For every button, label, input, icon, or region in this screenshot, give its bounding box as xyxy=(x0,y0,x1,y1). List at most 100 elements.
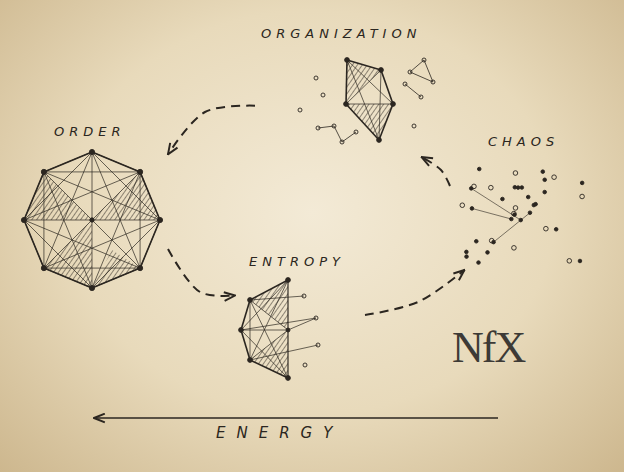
sketch-dot xyxy=(513,171,518,176)
sketch-dot xyxy=(474,239,478,243)
order-sketch xyxy=(18,120,168,292)
sketch-dot xyxy=(465,250,469,254)
sketch-line xyxy=(494,213,530,242)
sketch-dot xyxy=(41,265,46,270)
sketch-line xyxy=(250,280,288,300)
sketch-dot xyxy=(89,285,94,290)
stage-node: ENTROPY xyxy=(235,250,365,380)
sketch-dot xyxy=(422,58,426,62)
sketch-dot xyxy=(21,217,26,222)
logo-text: NfX xyxy=(452,322,524,373)
sketch-dot xyxy=(379,68,384,73)
sketch-line xyxy=(471,188,520,220)
sketch-line xyxy=(288,318,316,330)
sketch-line xyxy=(140,220,160,268)
sketch-dot xyxy=(460,203,465,208)
sketch-dot xyxy=(512,211,517,216)
sketch-line xyxy=(334,126,342,142)
sketch-dot xyxy=(567,259,572,264)
dashed-arrow xyxy=(422,157,451,186)
sketch-dot xyxy=(314,76,318,80)
sketch-dot xyxy=(472,184,477,189)
sketch-dot xyxy=(534,202,538,206)
sketch-dot xyxy=(578,259,582,263)
sketch-line xyxy=(241,330,288,331)
sketch-dot xyxy=(408,70,412,74)
stage-title: CHAOS xyxy=(488,134,559,149)
sketch-line xyxy=(346,70,381,104)
sketch-dot xyxy=(354,130,358,134)
sketch-dot xyxy=(344,102,349,107)
sketch-line xyxy=(241,318,316,330)
sketch-dot xyxy=(510,217,514,221)
sketch-line xyxy=(346,104,393,105)
sketch-dot xyxy=(286,278,291,283)
sketch-dot xyxy=(516,186,520,190)
sketch-line xyxy=(24,172,44,220)
sketch-dot xyxy=(526,195,530,199)
sketch-line xyxy=(379,104,393,140)
sketch-line xyxy=(44,172,140,268)
sketch-dot xyxy=(501,197,505,201)
sketch-dot xyxy=(377,138,382,143)
sketch-dot xyxy=(580,181,584,185)
sketch-line xyxy=(92,152,140,268)
sketch-line xyxy=(44,152,92,172)
entropy-sketch xyxy=(235,250,365,380)
sketch-dot xyxy=(528,211,532,215)
sketch-line xyxy=(241,300,250,330)
sketch-line xyxy=(250,280,288,360)
dashed-arrow xyxy=(168,249,235,296)
sketch-line xyxy=(24,220,140,268)
sketch-line xyxy=(44,268,92,288)
energy-label: ENERGY xyxy=(216,424,343,442)
sketch-dot xyxy=(520,186,524,190)
sketch-dot xyxy=(580,194,585,199)
dashed-arrow xyxy=(168,106,255,155)
sketch-dot xyxy=(345,58,350,63)
dashed-arrow xyxy=(365,270,465,315)
sketch-line xyxy=(24,220,92,288)
sketch-line xyxy=(347,60,379,140)
stage-title: ORGANIZATION xyxy=(261,26,421,41)
sketch-line xyxy=(250,360,288,378)
hatch-fill xyxy=(346,60,381,104)
stage-title: ORDER xyxy=(54,124,126,139)
sketch-dot xyxy=(286,376,291,381)
sketch-dot xyxy=(431,80,435,84)
energy-arrow xyxy=(94,417,498,419)
sketch-dot xyxy=(512,246,517,251)
sketch-line xyxy=(347,60,393,104)
sketch-dot xyxy=(316,343,320,347)
sketch-dot xyxy=(332,124,336,128)
stage-title: ENTROPY xyxy=(249,254,345,269)
hatch-fill xyxy=(250,280,288,330)
chaos-sketch xyxy=(450,130,595,270)
sketch-dot xyxy=(137,169,142,174)
sketch-dot xyxy=(486,251,490,255)
sketch-dot xyxy=(314,316,318,320)
stage-node: CHAOS xyxy=(450,130,595,270)
sketch-line xyxy=(24,172,140,220)
sketch-line xyxy=(44,268,140,269)
sketch-dot xyxy=(541,170,545,174)
sketch-line xyxy=(346,60,347,104)
sketch-dot xyxy=(316,126,320,130)
sketch-dot xyxy=(248,358,253,363)
sketch-line xyxy=(43,172,44,268)
sketch-dot xyxy=(321,93,325,97)
sketch-line xyxy=(24,220,44,268)
sketch-line xyxy=(140,172,160,220)
sketch-line xyxy=(241,280,288,330)
sketch-dot xyxy=(248,298,253,303)
sketch-dot xyxy=(239,328,244,333)
sketch-line xyxy=(410,72,433,82)
sketch-line xyxy=(250,300,288,378)
sketch-line xyxy=(44,220,160,268)
sketch-line xyxy=(405,84,421,97)
sketch-dot xyxy=(302,294,306,298)
sketch-line xyxy=(410,60,424,72)
